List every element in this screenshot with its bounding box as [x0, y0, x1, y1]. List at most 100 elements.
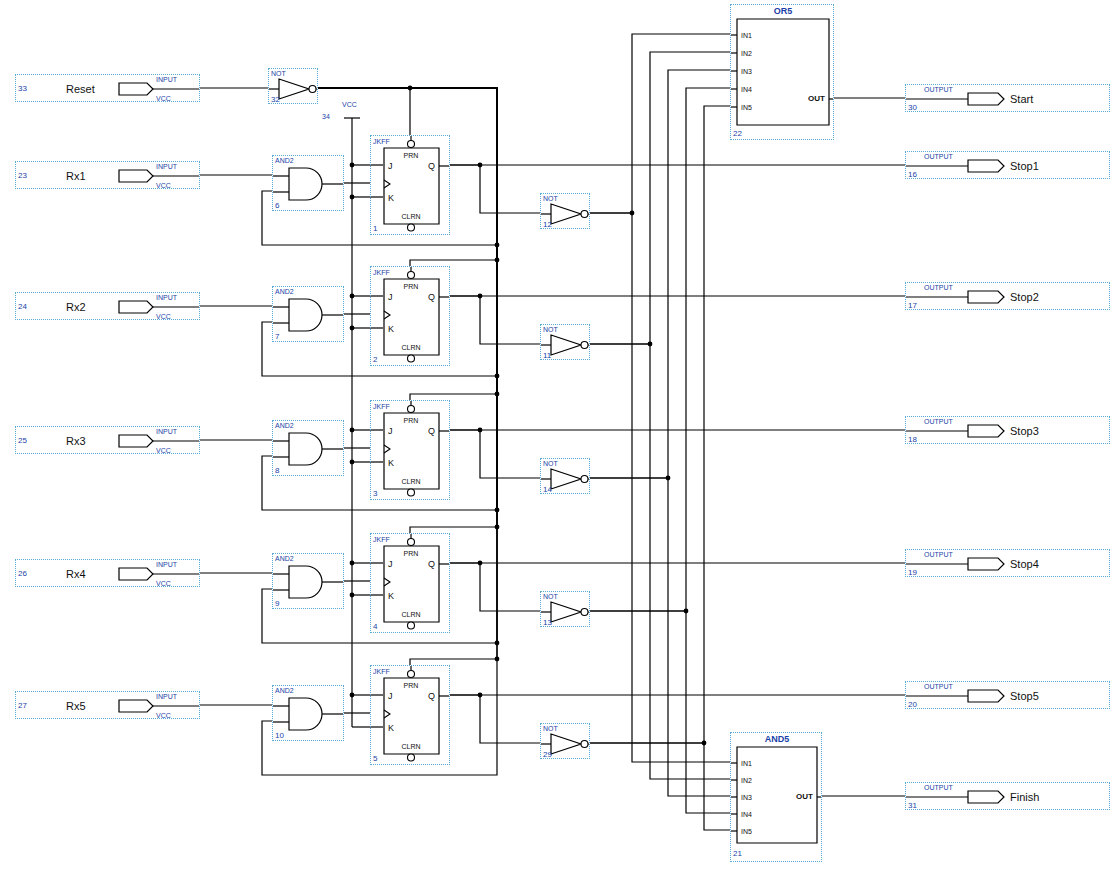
gate-type: NOT	[543, 460, 558, 467]
signal-wire	[318, 88, 410, 135]
pin-stub	[316, 88, 317, 89]
block-title: OR5	[774, 7, 793, 16]
port-label: K	[388, 592, 394, 601]
junction-dot	[350, 561, 355, 566]
port-label: Q	[428, 293, 435, 302]
pin-name: Rx4	[66, 569, 86, 580]
inversion-bubble	[408, 489, 415, 496]
signal-wire	[590, 70, 730, 478]
instance-number: 9	[275, 600, 279, 608]
port-label: IN2	[741, 777, 752, 784]
pin-stub	[273, 721, 289, 722]
pin-symbol	[968, 791, 1004, 803]
port-label: PRN	[404, 283, 419, 290]
not-symbol	[551, 335, 581, 355]
pin-number: 30	[908, 104, 917, 112]
pin-number: 23	[18, 172, 27, 180]
signal-wire	[590, 743, 730, 830]
vcc-wire	[352, 562, 383, 563]
signal-wire	[344, 313, 370, 314]
symbol-graphic	[273, 421, 345, 477]
pin-stub	[541, 743, 551, 744]
jk-flipflop: JKFFPRNJKQCLRN5	[370, 665, 450, 765]
pin-stub	[273, 705, 289, 706]
pin-stub	[153, 306, 199, 307]
pin-type: OUTPUT	[924, 551, 953, 558]
pin-stub	[541, 213, 551, 214]
pin-symbol	[119, 435, 153, 447]
not-gate: NOT11	[540, 324, 590, 360]
block-title: JKFF	[373, 138, 390, 145]
inversion-bubble	[408, 224, 415, 231]
instance-number: 5	[373, 755, 377, 763]
pin-stub	[439, 563, 449, 564]
inversion-bubble	[581, 342, 588, 349]
and-gate: AND26	[272, 155, 344, 211]
pin-number: 16	[908, 171, 917, 179]
pin-type: OUTPUT	[924, 153, 953, 160]
connector-layer	[200, 34, 905, 830]
pin-stub	[153, 440, 199, 441]
not-gate: NOT13	[540, 591, 590, 627]
jk-flipflop: JKFFPRNJKQCLRN4	[370, 533, 450, 633]
junction-dot	[495, 258, 500, 263]
flipflop-body	[384, 279, 439, 355]
block-title: JKFF	[373, 403, 390, 410]
and-gate: AND28	[272, 420, 344, 476]
and5-block: AND5IN1IN2IN3IN4IN5OUT21	[730, 732, 822, 862]
pin-name: Start	[1010, 94, 1033, 105]
instance-number: 34	[322, 113, 330, 120]
pin-number: 24	[18, 303, 27, 311]
pin-stub	[731, 830, 737, 831]
pin-number: 31	[908, 802, 917, 810]
pin-type: INPUT	[156, 76, 177, 83]
pin-name: Reset	[66, 84, 95, 95]
junction-dot	[478, 693, 483, 698]
clock-mark	[384, 180, 390, 188]
supply-wiring	[344, 118, 383, 727]
pin-stub	[153, 705, 199, 706]
port-label: CLRN	[401, 478, 420, 485]
flipflop-body	[384, 413, 439, 489]
not-symbol	[551, 204, 581, 224]
pin-stub	[273, 456, 289, 457]
and-symbol	[289, 299, 322, 331]
pin-stub	[410, 401, 411, 406]
pin-stub	[588, 213, 589, 214]
clock-mark	[384, 578, 390, 586]
not-symbol	[551, 734, 581, 754]
pin-stub	[731, 52, 737, 53]
gate-type: NOT	[271, 70, 286, 77]
pin-symbol	[968, 93, 1004, 105]
inversion-bubble	[408, 622, 415, 629]
pin-stub	[906, 430, 968, 431]
port-label: CLRN	[401, 611, 420, 618]
inversion-bubble	[581, 741, 588, 748]
instance-number: 3	[373, 490, 377, 498]
signal-wire	[450, 296, 540, 344]
signal-wire	[450, 562, 905, 563]
vcc-wire	[352, 295, 383, 296]
signal-wire	[450, 164, 905, 165]
output-pin: 16OUTPUTStop1	[905, 151, 1110, 179]
pin-stub	[322, 581, 343, 582]
vcc-wire	[352, 429, 383, 430]
junction-dot	[350, 294, 355, 299]
pin-stub	[906, 695, 968, 696]
pin-name: Rx1	[66, 171, 86, 182]
instance-number: 7	[275, 333, 279, 341]
vcc-wire	[352, 327, 383, 328]
pin-stub	[153, 573, 199, 574]
flipflop-body	[384, 148, 439, 224]
pin-symbol	[119, 568, 153, 580]
signal-wire	[344, 712, 370, 713]
signal-wire	[262, 88, 497, 643]
pin-type: OUTPUT	[924, 86, 953, 93]
output-pin: 30 OUTPUT Start	[905, 84, 1110, 112]
pin-default: VCC	[156, 447, 171, 454]
junction-dot	[495, 525, 500, 530]
block-title: JKFF	[373, 668, 390, 675]
signal-wire	[200, 572, 272, 573]
pin-default: VCC	[156, 313, 171, 320]
junction-dot	[478, 294, 483, 299]
